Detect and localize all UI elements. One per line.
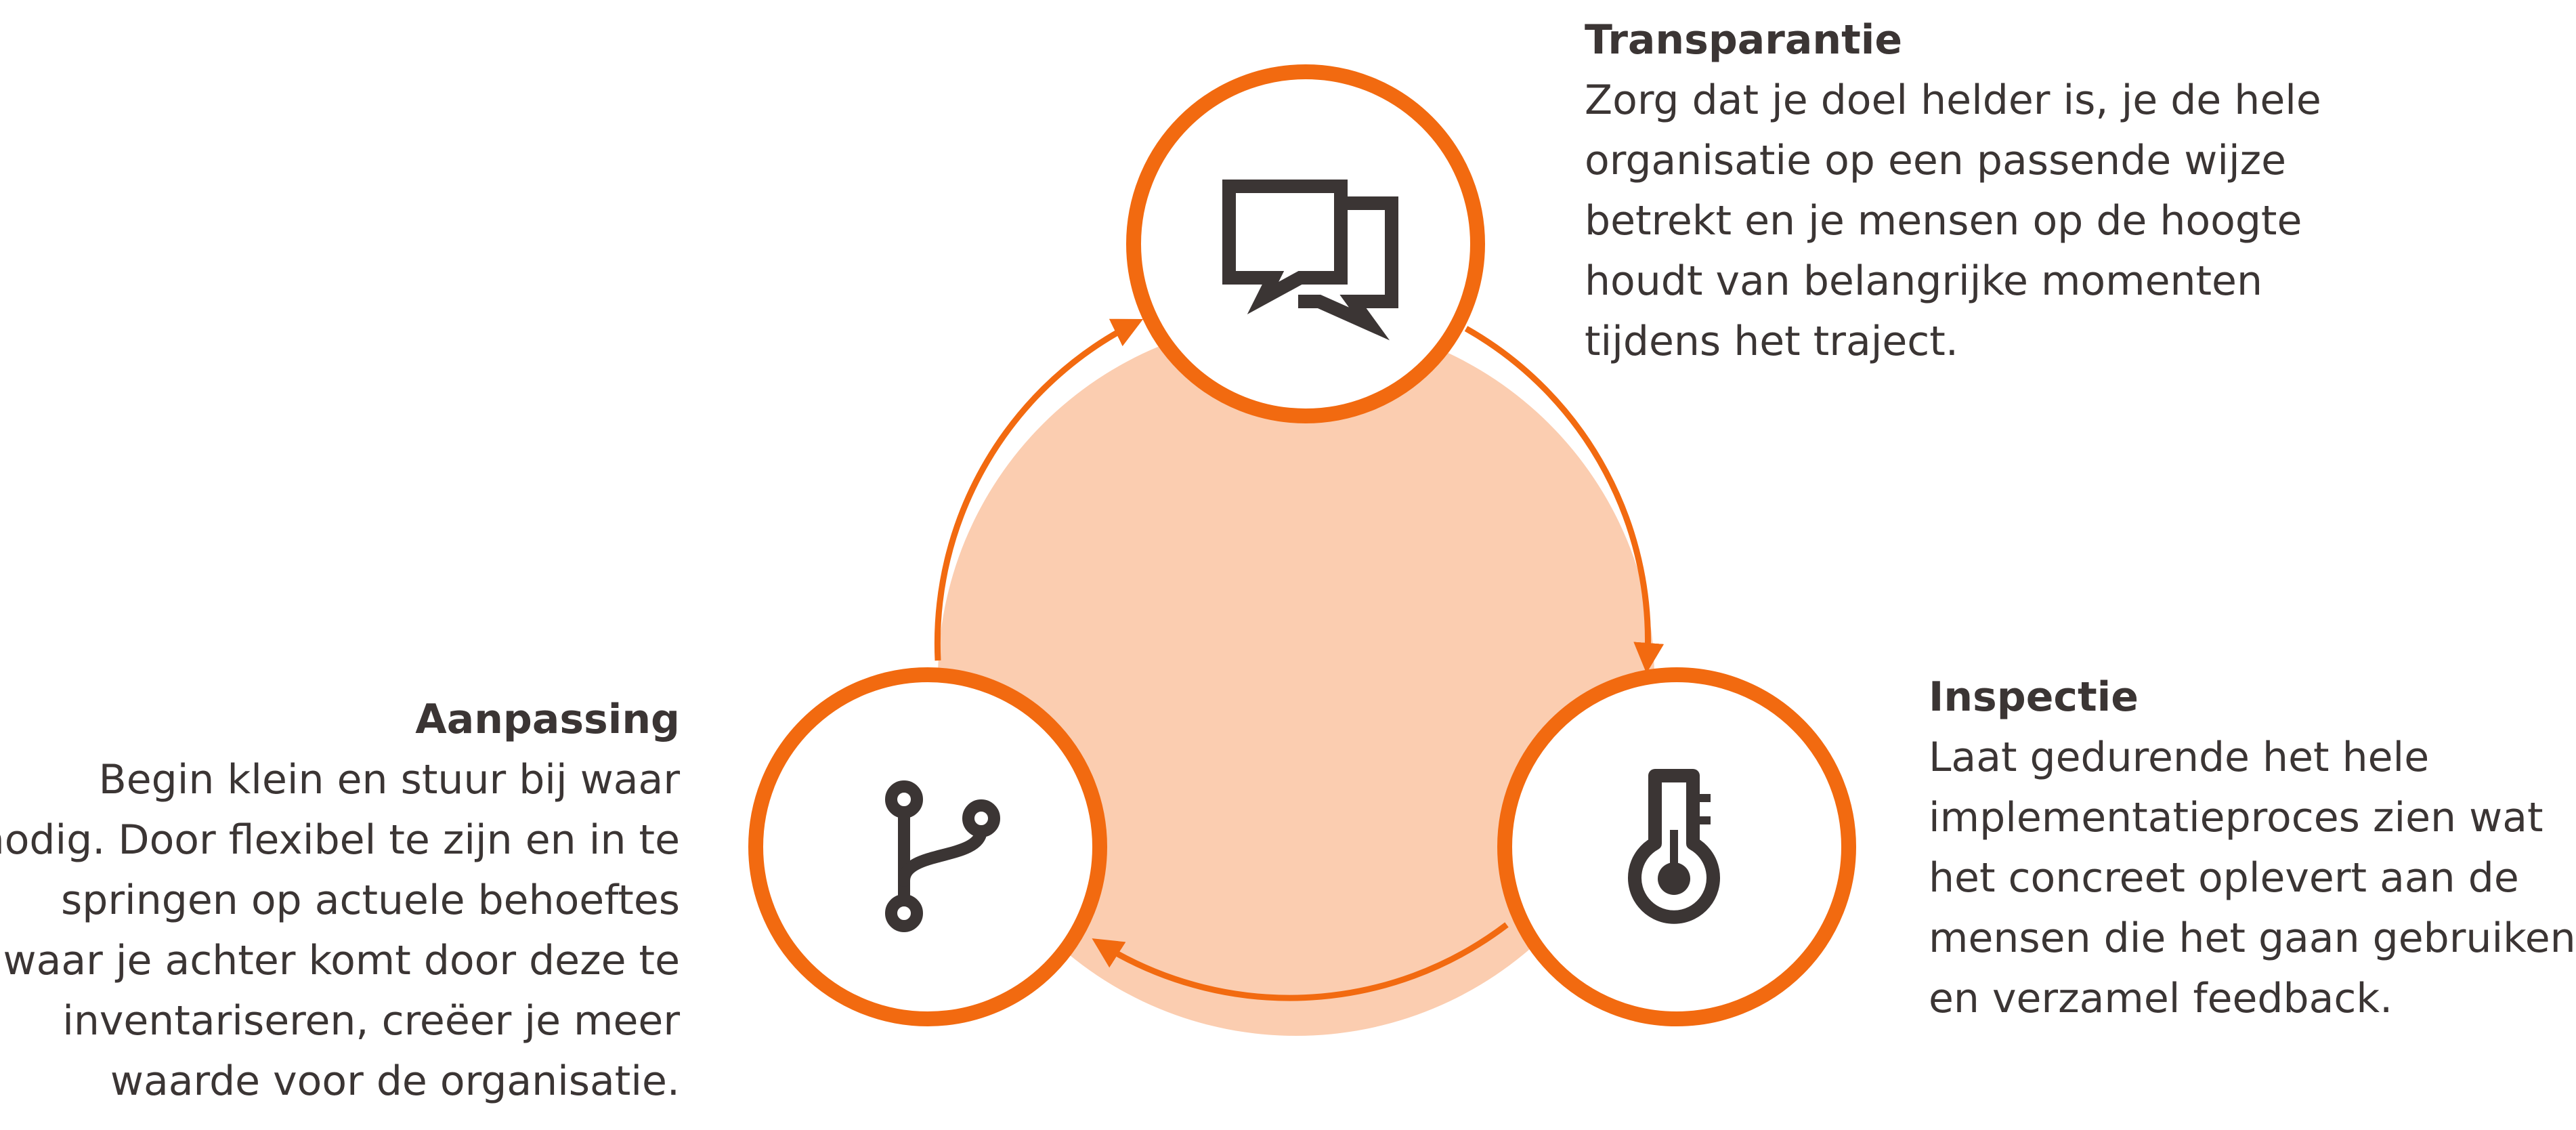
transparantie-line: organisatie op een passende wijze (1585, 137, 2287, 184)
transparantie-text: Transparantie Zorg dat je doel helder is… (1585, 10, 2321, 372)
aanpassing-line: springen op actuele behoeftes (61, 877, 680, 924)
aanpassing-line: Begin klein en stuur bij waar (98, 756, 680, 803)
inspectie-line: mensen die het gaan gebruiken (1929, 915, 2576, 962)
cycle-center-disc (938, 319, 1654, 1036)
transparantie-line: betrekt en je mensen op de hoogte (1585, 197, 2302, 245)
transparantie-line: Zorg dat je doel helder is, je de hele (1585, 77, 2321, 124)
aanpassing-line: waarde voor de organisatie. (110, 1058, 680, 1105)
aanpassing-heading: Aanpassing (415, 696, 680, 743)
inspectie-line: het concreet oplevert aan de (1929, 854, 2519, 902)
chat-bubbles-icon (1222, 180, 1398, 341)
inspectie-line: implementatieproces zien wat (1929, 794, 2543, 841)
arrow-transparantie-to-inspectie (1464, 326, 1665, 673)
aanpassing-line: waar je achter komt door deze te (3, 937, 681, 984)
node-aanpassing-ring (748, 667, 1107, 1026)
transparantie-line: tijdens het traject. (1585, 318, 1958, 365)
inspectie-text: Inspectie Laat gedurende het hele implem… (1929, 667, 2576, 1029)
git-branch-icon (885, 780, 1000, 932)
aanpassing-line: inventariseren, creëer je meer (62, 997, 680, 1045)
inspectie-line: en verzamel feedback. (1929, 975, 2393, 1022)
inspectie-heading: Inspectie (1929, 673, 2139, 721)
aanpassing-text: Aanpassing Begin klein en stuur bij waar… (0, 690, 680, 1112)
thermometer-icon (1628, 769, 1720, 924)
transparantie-heading: Transparantie (1585, 16, 1903, 64)
aanpassing-line: nodig. Door flexibel te zijn en in te (0, 816, 680, 864)
node-aanpassing (748, 667, 1107, 1026)
node-inspectie (1497, 667, 1856, 1026)
arrow-aanpassing-to-transparantie (934, 318, 1144, 661)
arrow-inspectie-to-aanpassing (1092, 922, 1509, 1001)
inspectie-line: Laat gedurende het hele (1929, 734, 2430, 781)
node-transparantie (1126, 64, 1485, 423)
transparantie-line: houdt van belangrijke momenten (1585, 257, 2262, 305)
